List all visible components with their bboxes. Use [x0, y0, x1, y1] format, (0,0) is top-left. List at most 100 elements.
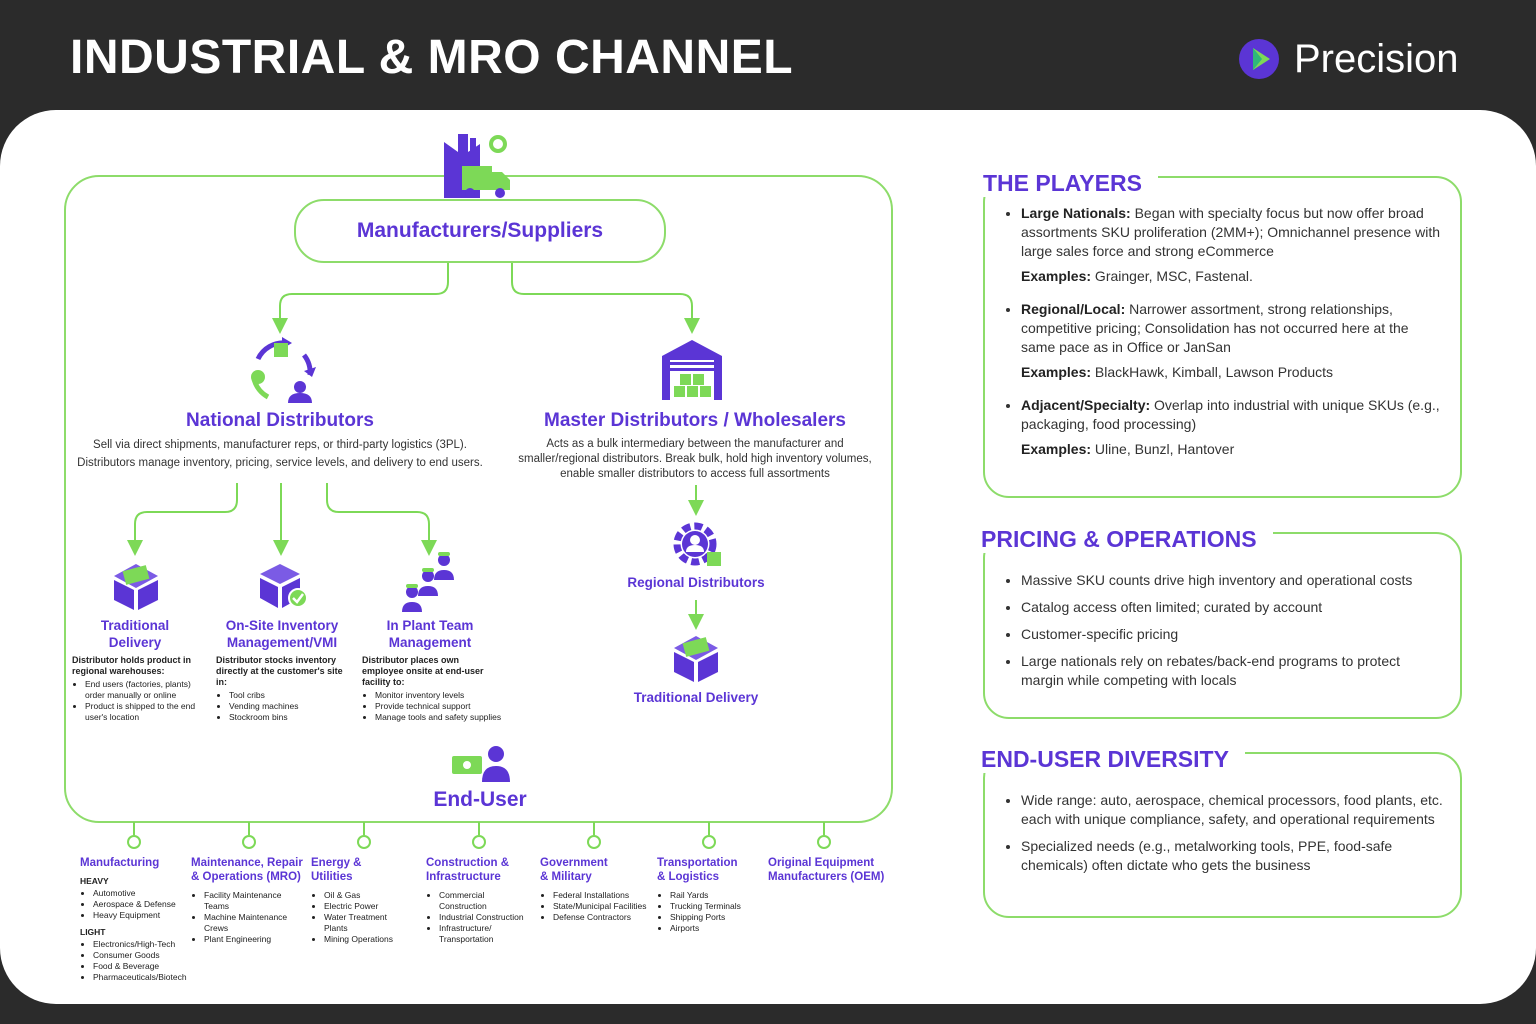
- master-distributors-desc-2: smaller/regional distributors. Break bul…: [518, 453, 872, 465]
- list-item: Mining Operations: [324, 934, 409, 945]
- list-item: Customer-specific pricing: [1021, 625, 1443, 644]
- list-item: Defense Contractors: [553, 912, 655, 923]
- segment-subheading: LIGHT: [80, 927, 106, 937]
- pricing-content: Massive SKU counts drive high inventory …: [1003, 571, 1443, 698]
- list-item: Machine Maintenance Crews: [204, 912, 304, 934]
- box-cash-icon-2: [674, 636, 718, 682]
- list-item: Facility Maintenance Teams: [204, 890, 304, 912]
- precision-logo-icon: [1239, 39, 1279, 79]
- segment-manufacturing: Manufacturing HEAVY Automotive Aerospace…: [80, 856, 195, 983]
- gear-person-icon: [673, 522, 721, 566]
- segment-oem: Original Equipment Manufacturers (OEM): [768, 856, 898, 884]
- segment-title: Energy &: [311, 857, 362, 869]
- page-title: INDUSTRIAL & MRO CHANNEL: [70, 31, 794, 84]
- logo: Precision: [1238, 36, 1459, 82]
- traditional-delivery-title-2: Delivery: [108, 635, 162, 650]
- traditional-delivery-details: Distributor holds product in regional wa…: [72, 655, 202, 723]
- manufacturers-suppliers-node: Manufacturers/Suppliers: [294, 199, 666, 263]
- list-item: Vending machines: [229, 701, 354, 712]
- list-item: Airports: [670, 923, 757, 934]
- segment-energy-utilities: Energy & Utilities Oil & Gas Electric Po…: [311, 856, 416, 945]
- end-user-cash-icon: [452, 746, 510, 782]
- warehouse-icon: [662, 340, 722, 400]
- segment-title-2: Infrastructure: [426, 871, 501, 883]
- player-large-nationals: Large Nationals: Began with specialty fo…: [1021, 204, 1443, 286]
- onsite-inventory-title-1: On-Site Inventory: [225, 618, 339, 633]
- list-item: Shipping Ports: [670, 912, 757, 923]
- arrow-to-master: [511, 262, 700, 334]
- box-cash-icon: [114, 564, 158, 610]
- list-item: Manage tools and safety supplies: [375, 712, 502, 723]
- logo-text: Precision: [1294, 36, 1459, 81]
- traditional-delivery-desc: Distributor holds product in regional wa…: [72, 655, 191, 676]
- segment-title-2: Utilities: [311, 871, 353, 883]
- list-item: Industrial Construction: [439, 912, 536, 923]
- list-item: Plant Engineering: [204, 934, 304, 945]
- list-item: Water Treatment Plants: [324, 912, 409, 934]
- onsite-inventory-title-2: Management/VMI: [226, 635, 338, 650]
- inplant-team-title-1: In Plant Team: [386, 618, 474, 633]
- players-box: [983, 176, 1462, 498]
- segment-title-2: Manufacturers (OEM): [768, 871, 885, 883]
- segment-subheading: HEAVY: [80, 876, 109, 886]
- national-distributors-title: National Distributors: [186, 410, 374, 431]
- traditional-delivery-title: Traditional Delivery: [80, 617, 190, 651]
- list-item: Specialized needs (e.g., metalworking to…: [1021, 837, 1443, 875]
- inplant-team-desc: Distributor places own employee onsite a…: [362, 655, 484, 687]
- diversity-content: Wide range: auto, aerospace, chemical pr…: [1003, 791, 1443, 883]
- box-check-icon: [260, 564, 308, 608]
- arrow-to-national: [272, 262, 449, 334]
- list-item: Monitor inventory levels: [375, 690, 502, 701]
- segment-title-2: & Military: [540, 871, 592, 883]
- master-distributors-title: Master Distributors / Wholesalers: [544, 410, 846, 431]
- players-content: Large Nationals: Began with specialty fo…: [1003, 204, 1443, 473]
- national-distributors-desc-1: Sell via direct shipments, manufacturer …: [93, 439, 467, 451]
- arrow-to-inplant: [326, 483, 437, 556]
- list-item: Food & Beverage: [93, 961, 195, 972]
- inplant-team-details: Distributor places own employee onsite a…: [362, 655, 502, 723]
- onsite-inventory-desc: Distributor stocks inventory directly at…: [216, 655, 343, 687]
- master-distributors-desc-1: Acts as a bulk intermediary between the …: [546, 438, 844, 450]
- list-item: Heavy Equipment: [93, 910, 195, 921]
- list-item: Commercial Construction: [439, 890, 509, 912]
- segment-government-military: Government & Military Federal Installati…: [540, 856, 655, 923]
- list-item: Wide range: auto, aerospace, chemical pr…: [1021, 791, 1443, 829]
- distribution-cycle-icon: [251, 337, 316, 403]
- inplant-team-title: In Plant Team Management: [370, 617, 490, 651]
- regional-distributors-title: Regional Distributors: [627, 575, 765, 590]
- segment-connector-dots: [127, 835, 831, 849]
- content-panel: [0, 110, 1536, 1004]
- list-item: Oil & Gas: [324, 890, 409, 901]
- list-item: Aerospace & Defense: [93, 899, 195, 910]
- segment-title: Construction &: [426, 857, 510, 869]
- workers-team-icon: [402, 552, 454, 612]
- segment-title: Transportation: [657, 857, 738, 869]
- list-item: Massive SKU counts drive high inventory …: [1021, 571, 1443, 590]
- list-item: Electronics/High-Tech: [93, 939, 195, 950]
- diversity-title: END-USER DIVERSITY: [981, 746, 1245, 773]
- list-item: Stockroom bins: [229, 712, 354, 723]
- list-item: Product is shipped to the end user's loc…: [85, 701, 202, 723]
- traditional-delivery-title-1: Traditional: [100, 618, 170, 633]
- player-regional-local: Regional/Local: Narrower assortment, str…: [1021, 300, 1443, 382]
- segment-title-2: & Operations (MRO): [191, 871, 301, 883]
- segment-title-2: & Logistics: [657, 871, 719, 883]
- traditional-delivery-right-title: Traditional Delivery: [633, 690, 759, 705]
- pricing-title: PRICING & OPERATIONS: [981, 526, 1273, 553]
- player-adjacent-specialty: Adjacent/Specialty: Overlap into industr…: [1021, 396, 1443, 459]
- list-item: Electric Power: [324, 901, 409, 912]
- national-distributors-desc-2: Distributors manage inventory, pricing, …: [77, 457, 483, 469]
- segment-title: Manufacturing: [80, 857, 160, 869]
- onsite-inventory-title: On-Site Inventory Management/VMI: [212, 617, 352, 651]
- onsite-inventory-details: Distributor stocks inventory directly at…: [216, 655, 354, 723]
- inplant-team-title-2: Management: [388, 635, 472, 650]
- factory-truck-icon: [444, 134, 510, 198]
- list-item: Rail Yards: [670, 890, 757, 901]
- segment-construction: Construction & Infrastructure Commercial…: [426, 856, 536, 945]
- players-title: THE PLAYERS: [983, 170, 1158, 197]
- list-item: Infrastructure/ Transportation: [439, 923, 509, 945]
- list-item: Tool cribs: [229, 690, 354, 701]
- diagram-frame: [64, 175, 893, 823]
- list-item: Trucking Terminals: [670, 901, 757, 912]
- list-item: Catalog access often limited; curated by…: [1021, 598, 1443, 617]
